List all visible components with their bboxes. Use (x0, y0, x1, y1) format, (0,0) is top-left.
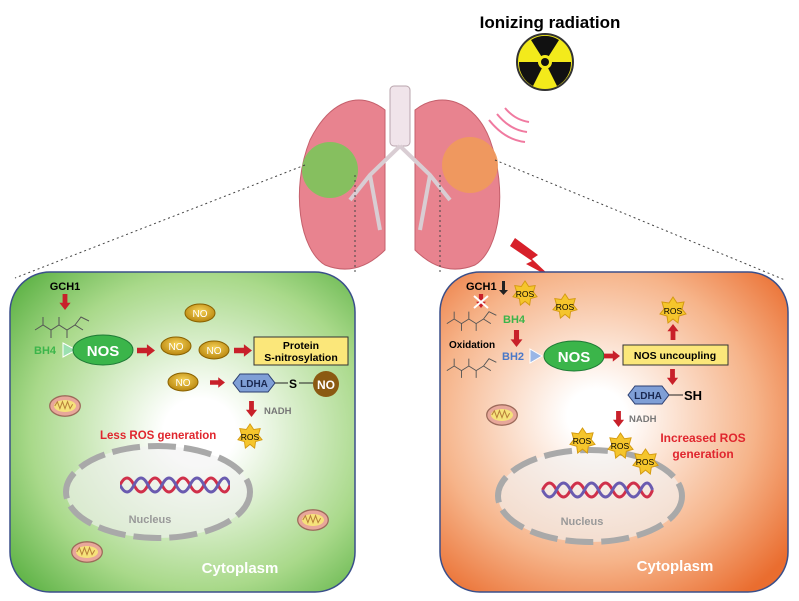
gch1-label: GCH1 (466, 281, 497, 293)
ros-label: ROS (611, 441, 630, 451)
mitochondrion-icon (486, 404, 518, 426)
box-line: S-nitrosylation (264, 352, 338, 364)
mitochondrion-icon (49, 395, 81, 417)
radiation-icon (516, 33, 574, 91)
bh4-label: BH4 (503, 314, 526, 326)
healthy-region (302, 142, 358, 198)
sh-label: SH (684, 388, 702, 403)
nadh-label: NADH (264, 406, 292, 417)
ros-label: ROS (636, 457, 655, 467)
ros-label: ROS (664, 306, 683, 316)
svg-text:NO: NO (207, 346, 222, 357)
svg-text:NO: NO (193, 309, 208, 320)
nucleus-label: Nucleus (561, 516, 604, 528)
ros-label: ROS (573, 436, 592, 446)
box-line: Protein (283, 340, 319, 352)
no-molecule: NO (160, 336, 192, 356)
sulfur-label: S (289, 377, 297, 391)
bh2-label: BH2 (502, 351, 524, 363)
protein-s-nitrosylation-box (253, 336, 349, 366)
ldha-label: LDHA (634, 391, 662, 402)
normal-cell-panel: Nucleus GCH1 BH4 NOS NO NO NO Protein S-… (9, 271, 356, 593)
nos-uncoupling-box (622, 344, 729, 366)
cytoplasm-label: Cytoplasm (637, 558, 714, 575)
ros-label: ROS (241, 432, 260, 442)
nucleus-label: Nucleus (129, 514, 172, 526)
nos-label: NOS (87, 343, 120, 360)
cytoplasm-label: Cytoplasm (202, 560, 279, 577)
mitochondrion-icon (297, 509, 329, 531)
increased-ros-text: generation (672, 447, 733, 461)
no-molecule: NO (198, 340, 230, 360)
ldha-label: LDHA (240, 379, 268, 390)
lungs-illustration (298, 85, 501, 270)
increased-ros-text: Increased ROS (660, 431, 745, 445)
svg-text:NO: NO (169, 342, 184, 353)
less-ros-text: Less ROS generation (100, 430, 216, 442)
down-indicator-icon (499, 281, 508, 295)
nos-label: NOS (558, 349, 591, 366)
cross-icon (473, 295, 489, 309)
radiation-waves-icon (488, 107, 530, 143)
ros-label: ROS (556, 302, 575, 312)
no-molecule: NO (184, 303, 216, 323)
no-molecule: NO (167, 372, 199, 392)
svg-text:NO: NO (176, 378, 191, 389)
oxidation-label: Oxidation (449, 340, 495, 351)
title: Ionizing radiation (480, 13, 621, 32)
nos-enzyme (72, 334, 134, 366)
nadh-label: NADH (629, 414, 657, 425)
zoom-lines (14, 159, 786, 281)
bh4-label: BH4 (34, 345, 57, 357)
ros-label: ROS (516, 289, 535, 299)
no-bound-label: NO (317, 378, 335, 392)
gch1-label: GCH1 (50, 281, 81, 293)
irradiated-cell-panel: Nucleus GCH1 ROS ROS BH4 Oxidation BH2 N… (439, 271, 789, 593)
mitochondrion-icon (71, 541, 103, 563)
irradiated-region (442, 137, 498, 193)
nos-uncoupling-label: NOS uncoupling (634, 350, 716, 362)
no-bound (313, 371, 339, 397)
lightning-icon (510, 238, 552, 278)
